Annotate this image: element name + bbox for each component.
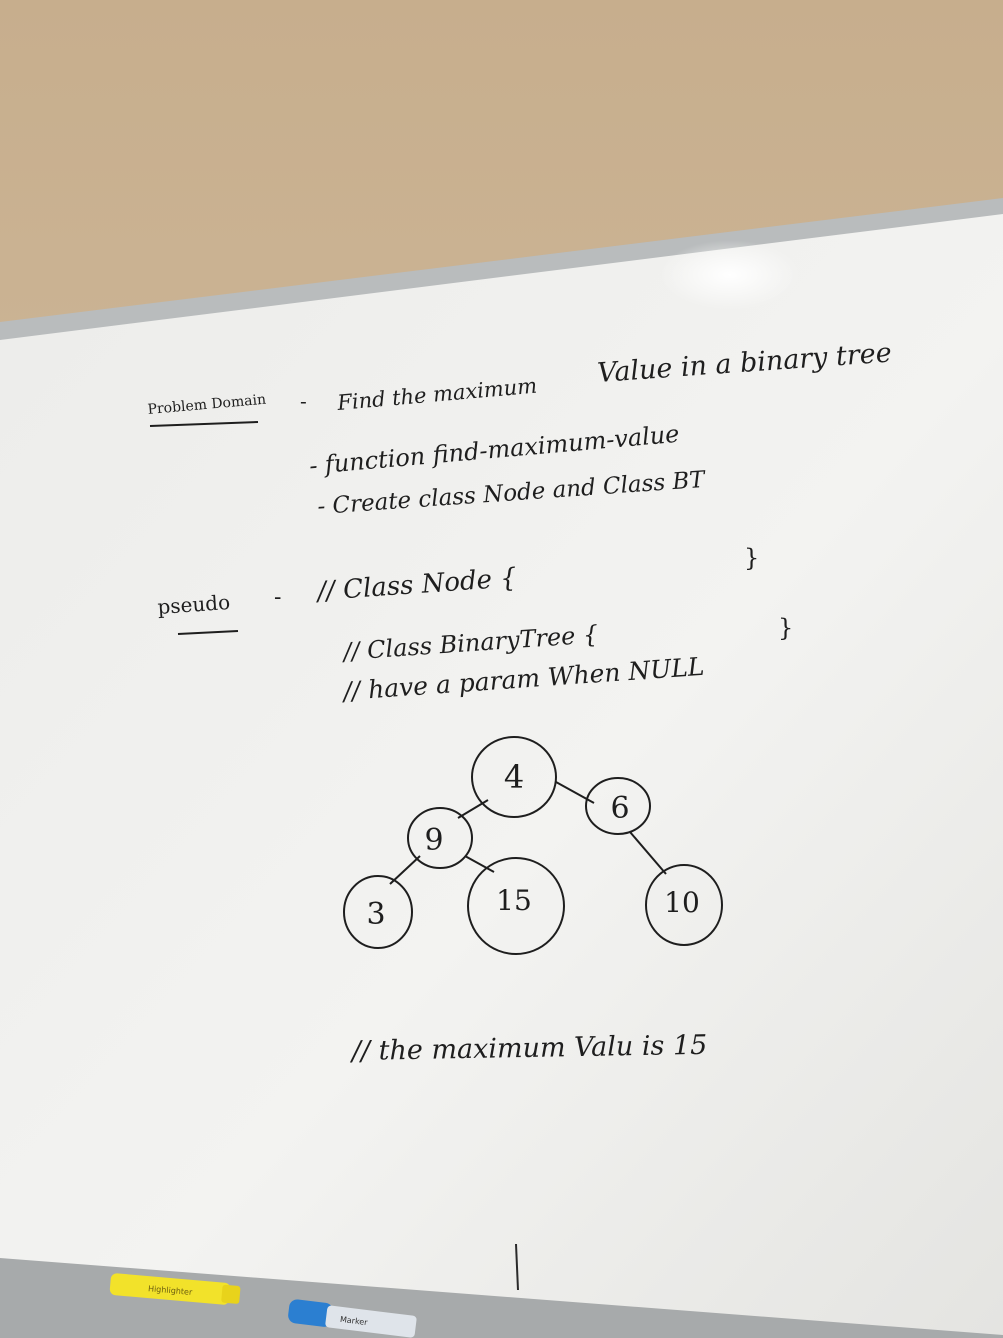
tree-node-right-right-value: 10 xyxy=(664,886,700,919)
pseudo-line-1-close: } xyxy=(744,544,759,572)
blue-marker-label: Marker xyxy=(339,1315,368,1327)
light-glare xyxy=(660,240,800,310)
yellow-highlighter-cap xyxy=(221,1284,241,1304)
tree-node-left-left-circle xyxy=(343,875,413,949)
tree-node-right-right-circle xyxy=(645,864,723,946)
tree-node-left-value: 9 xyxy=(424,823,443,858)
problem-domain-underline xyxy=(149,421,259,427)
tree-node-left-right-circle xyxy=(467,857,565,955)
tree-node-right-value: 6 xyxy=(610,791,629,826)
pseudo-label: pseudo xyxy=(157,590,231,619)
blue-marker[interactable]: Marker xyxy=(287,1299,417,1338)
tree-node-left-right: 15 xyxy=(467,857,565,955)
tree-node-right-right: 10 xyxy=(645,864,723,946)
tree-node-left: 9 xyxy=(407,807,473,869)
board-scratch-mark xyxy=(515,1243,519,1291)
edge-9-3 xyxy=(389,855,421,885)
board-surface xyxy=(0,214,1003,1338)
marker-tray xyxy=(0,1258,1003,1338)
edge-9-15 xyxy=(464,855,495,873)
tree-node-left-left: 3 xyxy=(343,875,413,949)
tree-node-left-right-value: 15 xyxy=(496,884,532,917)
tree-node-root-circle xyxy=(471,736,557,818)
tree-node-right-circle xyxy=(585,777,651,835)
problem-line-1-dash: - xyxy=(300,389,307,413)
tree-node-root-value: 4 xyxy=(504,758,524,796)
blue-marker-cap xyxy=(288,1299,333,1327)
blue-marker-body xyxy=(325,1305,417,1338)
yellow-highlighter-label: Highlighter xyxy=(148,1284,194,1297)
tree-node-left-circle xyxy=(407,807,473,869)
yellow-highlighter[interactable]: Highlighter xyxy=(109,1273,241,1306)
tree-node-right: 6 xyxy=(585,777,651,835)
edge-6-10 xyxy=(629,831,667,875)
pseudo-underline xyxy=(177,630,239,635)
pseudo-dash: - xyxy=(274,585,281,610)
tree-node-root: 4 xyxy=(471,736,557,818)
pseudo-line-2-close: } xyxy=(778,614,793,642)
tree-node-left-left-value: 3 xyxy=(366,897,385,932)
conclusion-line: // the maximum Valu is 15 xyxy=(349,1030,708,1067)
yellow-highlighter-body xyxy=(109,1273,231,1305)
